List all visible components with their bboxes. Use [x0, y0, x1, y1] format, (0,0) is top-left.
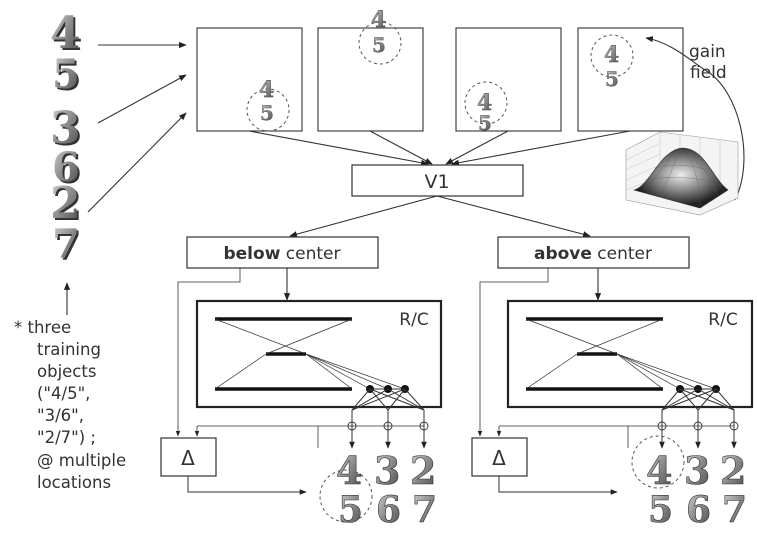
- digit-top-face: 2: [50, 178, 81, 229]
- above-center-label: above center: [534, 244, 652, 264]
- note-line: ("4/5",: [37, 384, 90, 403]
- svg-text:5: 5: [338, 489, 363, 531]
- delta-box: [471, 437, 528, 477]
- v1-to-module-arrows: [289, 195, 591, 238]
- digit-bottom: 6: [54, 146, 82, 193]
- gain-field-label: gain field: [689, 42, 727, 83]
- gain-label: gain: [689, 42, 726, 62]
- below-center-box: [186, 236, 379, 269]
- module-above-center: above center R/C: [471, 236, 754, 532]
- svg-text:6: 6: [376, 489, 401, 531]
- below-center-label: below center: [223, 244, 340, 264]
- rc-label: R/C: [399, 310, 428, 330]
- output-digits: 4 5 3 6 2 7: [336, 448, 438, 532]
- note-line: @ multiple: [37, 451, 126, 470]
- v1-label: V1: [424, 171, 449, 193]
- retina-object-4: 4 5: [590, 34, 634, 91]
- note-line: * three: [14, 318, 71, 337]
- gain-field-arrow: [645, 36, 745, 201]
- small-digit: 5: [605, 67, 619, 91]
- digit-top: 4: [52, 10, 83, 61]
- small-digit: 5: [372, 33, 386, 57]
- small-digit: 4: [604, 42, 619, 68]
- training-note: * three training objects ("4/5", "3/6", …: [14, 318, 126, 492]
- svg-text:3: 3: [684, 448, 710, 493]
- digit-bottom-face: 7: [52, 221, 80, 268]
- retina-panel-3: [455, 27, 562, 132]
- small-digit: 4: [371, 7, 386, 33]
- above-center-box: [497, 236, 690, 269]
- digit-bottom: 5: [54, 53, 82, 100]
- note-line: "2/7") ;: [37, 428, 96, 447]
- svg-text:5: 5: [648, 489, 673, 531]
- small-digit: 5: [260, 101, 274, 125]
- retina-object-3: 4 5: [464, 81, 508, 135]
- rc-label: R/C: [708, 310, 737, 330]
- delta-label: Δ: [181, 446, 195, 470]
- svg-text:4: 4: [646, 448, 672, 493]
- note-line: objects: [37, 362, 96, 381]
- location-circle: [464, 81, 508, 125]
- field-label: field: [690, 63, 727, 83]
- delta-label: Δ: [492, 446, 506, 470]
- location-circle: [358, 21, 402, 65]
- gain-field-plot: [625, 131, 739, 216]
- small-digit: 4: [477, 90, 492, 116]
- svg-text:4: 4: [336, 448, 362, 493]
- small-digit: 5: [478, 111, 492, 135]
- svg-text:7: 7: [722, 489, 747, 531]
- retina-object-2: 4 5: [358, 7, 402, 65]
- stimulus-arrows: [87, 41, 187, 213]
- svg-text:6: 6: [686, 489, 711, 531]
- digit-top: 2: [52, 180, 83, 231]
- digit-bottom-face: 6: [52, 144, 80, 191]
- location-circle: [246, 88, 290, 132]
- svg-text:2: 2: [720, 448, 746, 493]
- location-circle: [631, 435, 685, 489]
- output-digits: 4 5 3 6 2 7: [646, 448, 748, 532]
- stimulus-3-6: 3 3 6 6: [50, 103, 83, 193]
- svg-text:3: 3: [374, 448, 400, 493]
- location-circle: [590, 34, 634, 78]
- small-digit: 4: [259, 77, 274, 103]
- svg-text:2: 2: [410, 448, 436, 493]
- retina-panel-1: [196, 27, 303, 132]
- digit-top-face: 4: [50, 8, 81, 59]
- stimulus-2-7: 2 2 7 7: [50, 178, 83, 270]
- module-below-center: below center R/C: [160, 236, 443, 532]
- digit-top-face: 3: [50, 103, 81, 154]
- digit-bottom: 7: [54, 223, 82, 270]
- note-line: locations: [37, 473, 111, 492]
- digit-bottom-face: 5: [52, 51, 80, 98]
- svg-text:7: 7: [412, 489, 437, 531]
- retina-panel-4: [577, 27, 684, 132]
- retina-panel-2: [317, 27, 424, 132]
- delta-box: [160, 437, 217, 477]
- location-circle: [319, 469, 373, 523]
- note-line: training: [37, 340, 101, 359]
- stimulus-4-5: 4 4 5 5: [50, 8, 83, 100]
- retina-to-v1-arrows: [248, 130, 631, 166]
- note-line: "3/6",: [37, 406, 84, 425]
- retina-object-1: 4 5: [246, 77, 290, 132]
- digit-top: 3: [52, 105, 83, 156]
- retina-panels: [196, 27, 684, 132]
